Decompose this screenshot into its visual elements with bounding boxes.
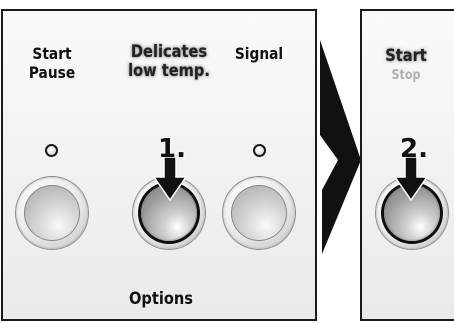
press-arrow-icon [153,157,187,201]
delicates-label-line-1: Delicates [130,42,208,62]
start-pause-label-line-2: Pause [28,63,76,82]
options-control-panel: Start Pause Delicates low temp. Signal 1… [1,9,317,321]
next-step-arrow-icon [320,40,361,254]
start-pause-indicator-light [45,144,58,157]
signal-button[interactable] [223,177,295,249]
delicates-low-temp-label: Delicates low temp. [128,43,211,81]
signal-button-face [231,185,287,241]
delicates-label-line-2: low temp. [128,61,210,81]
signal-indicator-light [253,144,266,157]
stop-label: Stop [391,68,421,83]
start-label: Start [385,46,427,66]
press-arrow-icon [394,157,428,201]
start-pause-button[interactable] [16,177,88,249]
start-pause-label-line-1: Start [32,44,72,63]
options-label: Options [128,289,194,309]
start-pause-label: Start Pause [22,44,82,82]
start-stop-control-panel: Start Stop 2. [360,9,454,321]
signal-label-line-1: Signal [234,44,284,63]
start-pause-button-face [24,185,80,241]
signal-label: Signal [233,44,285,63]
